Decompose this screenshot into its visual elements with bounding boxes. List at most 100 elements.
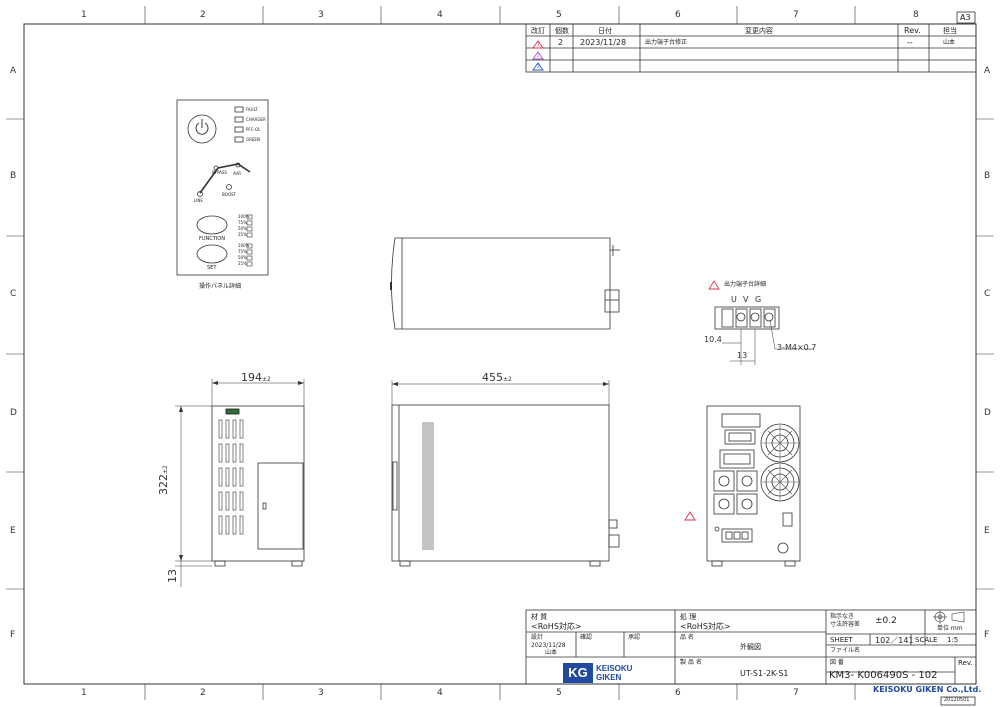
tb-check-label: 確認 (580, 634, 593, 641)
logo-line2: GIKEN (596, 673, 622, 682)
tb-file-label: ファイル名 (830, 647, 861, 654)
zone-col-4: 4 (437, 10, 443, 20)
rev-1-triangle (532, 40, 544, 49)
company-logo: KG KEISOKU GIKEN (563, 663, 643, 685)
tb-sheet-label: SHEET (830, 636, 853, 644)
panel-led-green: GREEN (246, 137, 260, 142)
sheet-size: A3 (960, 13, 971, 22)
panel-label-avr: AVR (233, 171, 241, 176)
rev-2-triangle (532, 51, 544, 60)
tb-approve-label: 承認 (628, 634, 641, 641)
rev-header-date: 日付 (598, 27, 612, 35)
tb-drawing-label: 図 番 (830, 659, 844, 666)
tb-scale-value: 1:5 (947, 636, 959, 644)
rev-row-1-date: 2023/11/28 (580, 38, 627, 47)
zone-col-6-bottom: 6 (675, 688, 681, 698)
terminal-label-g: G (755, 295, 762, 304)
panel-function-label: FUNCTION (199, 236, 225, 242)
zone-col-8: 8 (913, 10, 919, 20)
zone-row-d-right: D (984, 408, 991, 418)
panel-bar2-50: 50% (238, 255, 247, 260)
panel-led-pfc: PFC-OL (246, 127, 261, 132)
zone-col-7: 7 (793, 10, 799, 20)
tb-tol-label2: 寸法許容差 (830, 621, 861, 628)
zone-col-2: 2 (200, 10, 206, 20)
panel-bar1-100: 100% (238, 214, 250, 219)
zone-row-b-right: B (984, 171, 991, 181)
tb-product-label: 製 品 名 (680, 659, 702, 666)
zone-col-4-bottom: 4 (437, 688, 443, 698)
zone-row-d: D (10, 408, 17, 418)
tb-product-value: UT-S1-2K-S1 (740, 669, 789, 678)
tb-unit: 単位 mm (937, 625, 963, 632)
panel-bar2-75: 75% (238, 249, 247, 254)
tb-process-value: <RoHS対応> (680, 622, 731, 631)
panel-caption: 操作パネル詳細 (199, 283, 242, 290)
zone-row-f: F (10, 630, 16, 640)
panel-bar2-100: 100% (238, 243, 250, 248)
rev-header-rev: Rev. (904, 26, 921, 35)
terminal-dim-b: 13 (737, 351, 748, 360)
dim-height: 322±2 (157, 465, 170, 495)
tb-design-label: 設計 (531, 634, 544, 641)
dim-width-tol: ±2 (262, 376, 271, 383)
tb-process-label: 処 理 (680, 613, 697, 621)
power-icon (195, 122, 209, 135)
terminal-warning-icon (708, 280, 720, 290)
panel-set-label: SET (207, 265, 217, 271)
rev-header-person: 担当 (943, 27, 957, 35)
rev-row-3-mark: 3 (537, 64, 540, 69)
panel-bar1-25: 25% (238, 232, 247, 237)
tb-scale-label: SCALE (915, 636, 938, 644)
rev-row-1-rev: -- (907, 38, 913, 47)
rev-3-triangle (532, 62, 544, 71)
zone-row-f-right: F (984, 630, 990, 640)
zone-col-6: 6 (675, 10, 681, 20)
dim-width: 194±2 (241, 372, 271, 383)
panel-bar1-50: 50% (238, 226, 247, 231)
zone-row-b: B (10, 171, 17, 181)
panel-led-fault: FAULT (246, 107, 258, 112)
zone-row-e-right: E (984, 526, 990, 536)
rev-row-1-content: 出力端子台修正 (645, 39, 688, 46)
zone-col-7-bottom: 7 (793, 688, 799, 698)
zone-col-5-bottom: 5 (556, 688, 562, 698)
zone-row-c: C (10, 289, 17, 299)
company-name: KEISOKU GIKEN Co.,Ltd. (873, 685, 982, 694)
zone-col-2-bottom: 2 (200, 688, 206, 698)
zone-row-e: E (10, 526, 16, 536)
rev-row-1-count: 2 (558, 38, 564, 47)
tb-name-value: 外観図 (740, 643, 761, 651)
zone-col-3: 3 (318, 10, 324, 20)
tb-material-value: <RoHS対応> (531, 622, 582, 631)
tb-sheet-value: 102／141 (875, 636, 914, 645)
tb-name-label: 品 名 (680, 634, 694, 641)
zone-col-1: 1 (81, 10, 87, 20)
panel-led-charger: CHARGER (246, 117, 266, 122)
zone-col-3-bottom: 3 (318, 688, 324, 698)
terminal-label-v: V (743, 295, 749, 304)
zone-col-1-bottom: 1 (81, 688, 87, 698)
tb-material-label: 材 質 (531, 613, 548, 621)
terminal-caption: 出力端子台詳細 (724, 281, 767, 288)
panel-label-boost: BOOST (222, 192, 236, 197)
rev-header-count: 個数 (555, 27, 569, 35)
dim-height-value: 322 (157, 474, 170, 495)
tb-tol-label1: 指示なき (830, 613, 855, 620)
rev-row-1-person: 山本 (943, 39, 956, 46)
panel-bar1-75: 75% (238, 220, 247, 225)
dim-depth-value: 455 (482, 371, 503, 384)
rev-header-content: 変更内容 (745, 27, 773, 35)
tb-design-date: 2023/11/28 (531, 642, 566, 649)
dim-depth-tol: ±2 (503, 376, 512, 383)
tb-tol-value: ±0.2 (875, 616, 897, 626)
zone-row-a-right: A (984, 66, 991, 76)
logo-mark: KG (563, 663, 593, 683)
terminal-dim-a: 10.4 (704, 335, 722, 344)
tb-drawing-value: KM3- K006490S - 102 (829, 670, 938, 681)
terminal-screw: 3-M4×0.7 (777, 343, 817, 352)
tb-rev-label: Rev. (958, 659, 973, 667)
rear-warning-icon (684, 511, 696, 521)
dim-height-tol: ±2 (162, 465, 169, 474)
